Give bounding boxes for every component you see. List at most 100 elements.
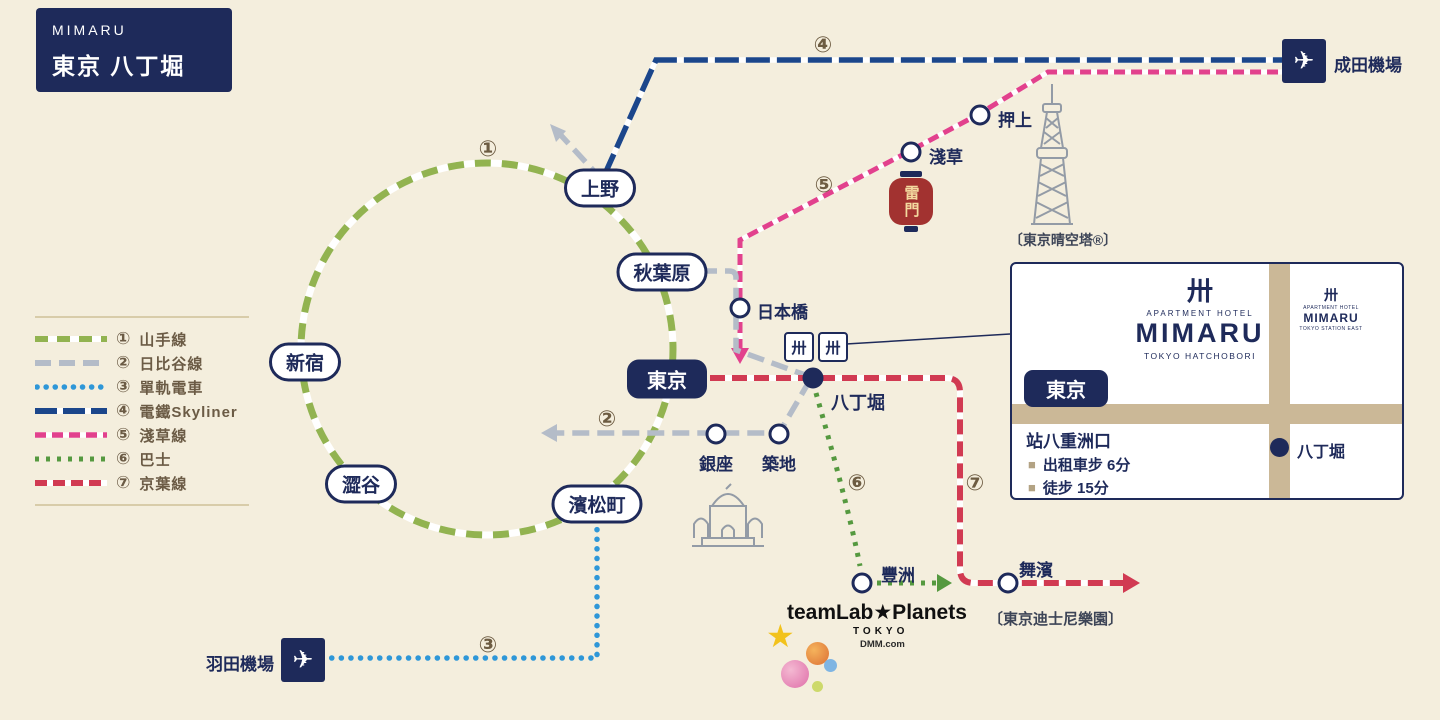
- bus-arrow-right: [937, 574, 952, 592]
- street-horizontal: [1012, 404, 1402, 424]
- keiyo-swatch: [35, 480, 107, 486]
- hatchobori-label-panel: 八丁堀: [1297, 444, 1346, 461]
- label-oshiage: 押上: [998, 111, 1032, 130]
- station-dot-hatchobori: [802, 367, 824, 389]
- legend-item-bus: ⑥ 巴士: [35, 447, 249, 471]
- walk-access-row: ■ 徒步 15分: [1028, 477, 1109, 498]
- legend-item-asakusa: ⑤ 淺草線: [35, 423, 249, 447]
- brand-name: MIMARU: [52, 22, 127, 38]
- bullet-icon: ■: [1028, 480, 1036, 495]
- walk-access-text: 徒步 15分: [1042, 480, 1109, 497]
- lantern-body: 雷門: [889, 178, 933, 225]
- legend-item-skyliner: ④ 電鐵Skyliner: [35, 399, 249, 423]
- logo-small-line2: TOKYO STATION EAST: [1299, 326, 1363, 333]
- bullet-icon: ■: [1028, 457, 1036, 472]
- station-dot-tsukiji: [768, 423, 790, 445]
- hotel-mark-glyph: 卅: [825, 339, 841, 357]
- hibiya-arrow-left: [541, 424, 557, 442]
- narita-airport-box: ✈: [1282, 39, 1326, 83]
- brand-header: MIMARU 東京 八丁堀: [36, 8, 232, 92]
- hotel-mark-glyph: 卅: [791, 339, 807, 357]
- skyliner-line: [601, 57, 1284, 178]
- airplane-icon: ✈: [292, 646, 314, 674]
- station-dot-toyosu: [851, 572, 873, 594]
- route-marker-4: ④: [813, 32, 833, 57]
- tsukiji-temple-illustration: [692, 483, 764, 547]
- label-asakusa: 淺草: [929, 148, 963, 167]
- logo-small-line1: APARTMENT HOTEL: [1303, 305, 1359, 311]
- station-ueno: 上野: [563, 168, 637, 208]
- kaminarimon-lantern: 雷門: [889, 171, 933, 232]
- hibiya-arrow-nw: [550, 124, 566, 142]
- station-dot-ginza: [705, 423, 727, 445]
- skytree-illustration: [1031, 84, 1073, 225]
- lantern-cap: [900, 171, 922, 177]
- taxi-access-row: ■ 出租車步 6分: [1028, 454, 1130, 475]
- haneda-airport-box: ✈: [281, 638, 325, 682]
- planet-pink: [781, 660, 809, 688]
- station-dot-nihombashi: [729, 297, 751, 319]
- kaminarimon-label: 雷門: [902, 184, 920, 219]
- bus-swatch: [35, 456, 107, 462]
- logo-main-line2: TOKYO HATCHOBORI: [1143, 350, 1256, 361]
- route-marker-6: ⑥: [847, 470, 867, 495]
- asakusa-swatch: [35, 432, 107, 438]
- planet-green: [812, 681, 823, 692]
- label-nihombashi: 日本橋: [757, 303, 808, 322]
- label-narita-airport: 成田機場: [1334, 56, 1402, 75]
- tokyo-station-badge: 東京: [1024, 370, 1108, 407]
- route-marker-2: ②: [597, 406, 617, 431]
- mimaru-logo-main: 卅 APARTMENT HOTEL MIMARU TOKYO HATCHOBOR…: [1124, 278, 1276, 361]
- monorail-swatch: [35, 384, 107, 390]
- hotel-detail-panel: 卅 APARTMENT HOTEL MIMARU TOKYO HATCHOBOR…: [1010, 262, 1404, 500]
- label-maihama: 舞濱: [1019, 561, 1053, 580]
- label-haneda-airport: 羽田機場: [206, 655, 274, 674]
- teamlab-dmm-brand: DMM.com: [860, 639, 905, 650]
- monorail-line: [327, 517, 600, 661]
- route-marker-1: ①: [478, 136, 498, 161]
- logo-main-line1: APARTMENT HOTEL: [1146, 309, 1254, 318]
- label-tsukiji: 築地: [762, 455, 796, 474]
- lantern-base: [904, 226, 918, 232]
- keiyo-line: [710, 375, 1140, 593]
- teamlab-logo-title: teamLab★Planets: [787, 601, 967, 624]
- hotel-mark-icon: 卅: [1324, 287, 1338, 303]
- logo-main-name: MIMARU: [1135, 318, 1265, 348]
- skyliner-swatch: [35, 408, 107, 414]
- taxi-access-text: 出租車步 6分: [1042, 457, 1131, 474]
- yamanote-swatch: [35, 336, 107, 342]
- legend-item-yamanote: ① 山手線: [35, 327, 249, 351]
- mimaru-mark-icon-2: 卅: [818, 332, 848, 362]
- hotel-mark-icon: 卅: [1186, 276, 1213, 306]
- station-dot-maihama: [997, 572, 1019, 594]
- route-marker-5: ⑤: [814, 172, 834, 197]
- airplane-icon: ✈: [1293, 47, 1315, 75]
- planet-blue: [824, 659, 837, 672]
- yaesu-exit-label: 站八重洲口: [1026, 432, 1111, 451]
- panel-connector-line: [845, 333, 1011, 345]
- teamlab-logo-subtitle: TOKYO: [853, 626, 909, 637]
- route-marker-7: ⑦: [965, 470, 985, 495]
- star-icon: ★: [766, 618, 795, 654]
- station-dot-oshiage: [969, 104, 991, 126]
- legend-item-monorail: ③ 單軌電車: [35, 375, 249, 399]
- legend: ① 山手線 ② 日比谷線 ③ 單軌電車 ④ 電鐵Skyliner: [35, 316, 249, 506]
- keiyo-arrow-right: [1123, 573, 1140, 593]
- bus-line: [813, 392, 952, 592]
- legend-item-hibiya: ② 日比谷線: [35, 351, 249, 375]
- hatchobori-dot-panel: [1270, 438, 1289, 457]
- station-dot-asakusa: [900, 141, 922, 163]
- mimaru-mark-icon: 卅: [784, 332, 814, 362]
- brand-location: 東京 八丁堀: [52, 53, 186, 79]
- legend-item-keiyo: ⑦ 京葉線: [35, 471, 249, 495]
- label-disneyland: 〔東京迪士尼樂園〕: [988, 611, 1124, 628]
- planet-orange: [806, 642, 829, 665]
- station-hamamatsucho: 濱松町: [551, 484, 643, 524]
- station-shinjuku: 新宿: [268, 342, 342, 382]
- station-shibuya: 澀谷: [324, 464, 398, 504]
- hibiya-swatch: [35, 360, 107, 366]
- station-akihabara: 秋葉原: [616, 252, 708, 292]
- label-hatchobori: 八丁堀: [831, 393, 885, 413]
